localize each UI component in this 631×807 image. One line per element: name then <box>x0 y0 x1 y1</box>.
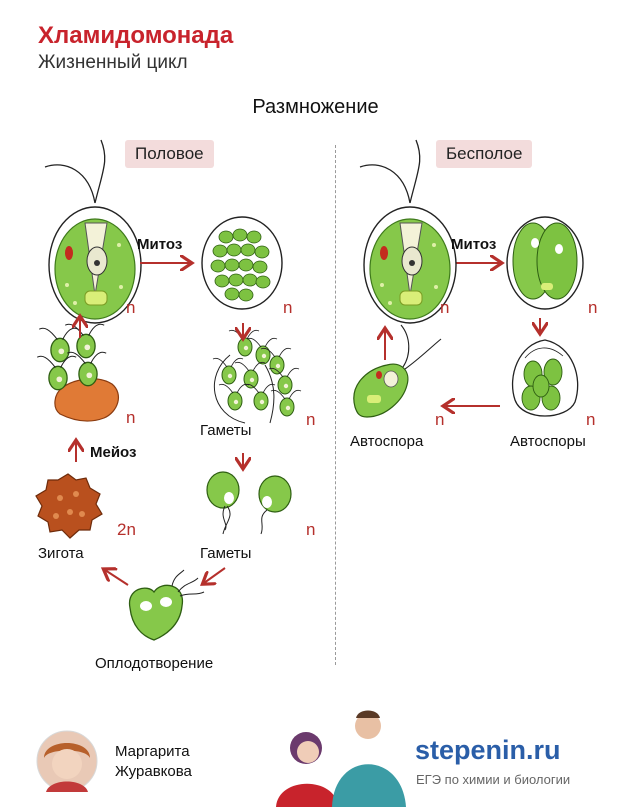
ploidy-zoospores: n <box>126 408 136 427</box>
zygote-forming <box>128 569 205 641</box>
autospore-label: Автоспора <box>350 433 424 450</box>
ploidy-fusing-gametes: n <box>306 520 316 539</box>
meiosis-zoospores <box>36 323 120 422</box>
mitosis-label-asexual: Митоз <box>451 236 497 253</box>
ploidy-adult-sexual: n <box>126 298 136 317</box>
mitosis-label-sexual: Митоз <box>137 236 183 253</box>
ploidy-adult-asexual: n <box>440 298 450 317</box>
gametes-label-1: Гаметы <box>200 422 252 439</box>
gametes-label-2: Гаметы <box>200 545 252 562</box>
autospores-label: Автоспоры <box>510 433 586 450</box>
autospore-cell <box>353 324 442 418</box>
author-first-name: Маргарита <box>115 743 190 760</box>
fertilization-label: Оплодотворение <box>95 655 214 672</box>
author-name: Маргарита Журавкова <box>115 742 192 782</box>
brand-logo[interactable]: stepenin.ru <box>415 735 561 765</box>
sexual-cycle-arrows <box>0 0 631 700</box>
page-title: Хламидомонада <box>38 22 234 49</box>
autospores-in-wall <box>511 339 579 417</box>
sporangium-cell <box>506 216 584 310</box>
ploidy-gametes: n <box>306 410 316 429</box>
ploidy-zygote: 2n <box>117 520 136 539</box>
gametangium-cell <box>201 216 283 310</box>
zygote <box>35 473 103 539</box>
ploidy-sporangium: n <box>588 298 598 317</box>
column-divider <box>335 145 336 665</box>
fusing-gametes <box>206 471 292 535</box>
asexual-reproduction-badge: Бесполое <box>436 140 533 168</box>
page-subtitle: Жизненный цикл <box>38 52 188 73</box>
meiosis-label: Мейоз <box>90 444 137 461</box>
ploidy-autospores: n <box>586 410 596 429</box>
adult-cell-asexual <box>359 139 457 324</box>
author-last-name: Журавкова <box>115 763 192 780</box>
released-gametes <box>212 329 302 424</box>
presenters-photo <box>276 710 406 807</box>
brand-tagline: ЕГЭ по химии и биологии <box>416 772 571 787</box>
ploidy-autospore: n <box>435 410 445 429</box>
sexual-reproduction-badge: Половое <box>125 140 214 168</box>
zygote-label: Зигота <box>38 545 84 562</box>
ploidy-gametangium: n <box>283 298 293 317</box>
section-heading: Размножение <box>252 96 379 118</box>
author-avatar <box>36 730 98 792</box>
